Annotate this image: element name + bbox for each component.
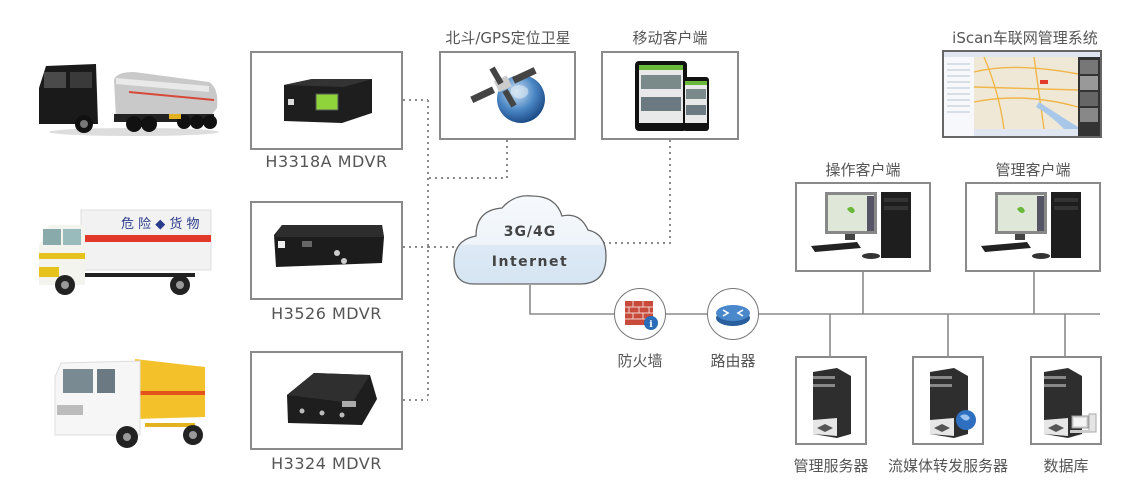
management-server-box (795, 356, 867, 445)
database-box (1030, 356, 1102, 445)
router-icon (716, 305, 750, 326)
satellite-box (439, 51, 576, 140)
svg-text:i: i (649, 320, 653, 330)
server-globe-icon (930, 368, 976, 438)
streaming-server-label: 流媒体转发服务器 (887, 457, 1008, 475)
satellite-globe-icon (470, 66, 545, 123)
database-server-icon (1044, 368, 1097, 438)
vehicle-tanker-truck (34, 58, 219, 140)
mdvr-device-icon (274, 225, 384, 267)
hazmat-sign-text: 危 险 ◆ 货 物 (121, 217, 200, 232)
dotted-link-mobile (600, 140, 671, 244)
operation-client-label: 操作客户端 (825, 161, 901, 179)
vehicle-hazmat-yellow-truck (45, 355, 215, 450)
mdvr-box-h3318a (250, 51, 403, 150)
router-node (707, 288, 759, 340)
mdvr-label-h3324: H3324 MDVR (271, 454, 382, 473)
mobile-client-label: 移动客户端 (632, 29, 708, 47)
mdvr-label-h3526: H3526 MDVR (271, 304, 382, 323)
desktop-computer-icon (981, 192, 1081, 259)
satellite-label: 北斗/GPS定位卫星 (445, 29, 571, 47)
mobile-client-box (601, 51, 739, 140)
operation-client-box (795, 182, 931, 272)
mdvr-device-icon (284, 79, 372, 123)
streaming-server-box (912, 356, 984, 445)
firewall-node: i (614, 288, 666, 340)
mdvr-label-h3318a: H3318A MDVR (265, 152, 388, 171)
database-label: 数据库 (1043, 457, 1089, 475)
mdvr-device-icon (287, 373, 377, 425)
map-screen-icon (944, 52, 1100, 136)
vehicle-hazmat-white-truck: 危 险 ◆ 货 物 (35, 205, 215, 300)
mdvr-box-h3526 (250, 201, 403, 300)
platform-screenshot (942, 50, 1102, 138)
cloud-to-firewall-line (529, 285, 614, 315)
firewall-icon: i (625, 301, 658, 330)
dotted-link-satellite (428, 140, 508, 179)
management-client-label: 管理客户端 (995, 161, 1071, 179)
firewall-label: 防火墙 (617, 352, 663, 370)
management-client-box (965, 182, 1101, 272)
tablet-phone-icon (635, 61, 709, 131)
management-server-label: 管理服务器 (793, 457, 869, 475)
cloud-line2: Internet (491, 254, 569, 270)
platform-label: iScan车联网管理系统 (952, 29, 1098, 47)
server-tower-icon (813, 368, 851, 438)
desktop-computer-icon (811, 192, 911, 259)
cloud-line1: 3G/4G (503, 224, 557, 240)
internet-cloud: 3G/4G Internet (452, 192, 608, 288)
mdvr-box-h3324 (250, 351, 403, 450)
router-label: 路由器 (710, 352, 756, 370)
